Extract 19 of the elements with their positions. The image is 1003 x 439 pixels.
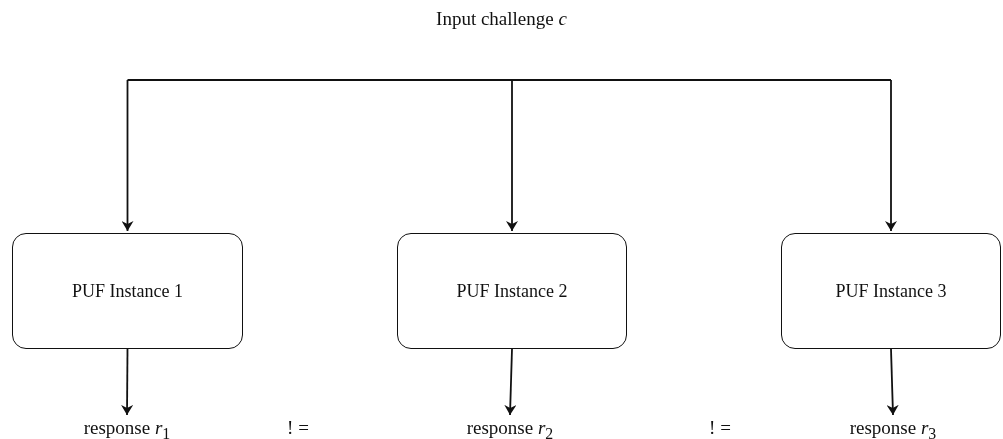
process-box <box>781 233 1001 349</box>
response-label: response r$_{2}$ <box>466 417 554 439</box>
process-box <box>12 233 243 349</box>
inequality-sign: ! = <box>287 417 309 439</box>
title: Input challenge c <box>436 8 567 30</box>
inequality-sign: ! = <box>709 417 731 439</box>
arrow <box>121 79 134 232</box>
box-label: PUF Instance 1 <box>72 280 183 302</box>
connector-line <box>126 79 892 81</box>
arrow <box>886 348 899 416</box>
response-label: response r$_{3}$ <box>849 417 937 439</box>
response-label: response r$_{1}$ <box>83 417 171 439</box>
process-box <box>397 233 627 349</box>
box-label: PUF Instance 2 <box>456 280 568 302</box>
arrow <box>506 79 518 232</box>
box-label: PUF Instance 3 <box>835 280 947 302</box>
arrow <box>121 348 134 416</box>
arrow <box>885 79 897 232</box>
arrow <box>504 348 517 416</box>
